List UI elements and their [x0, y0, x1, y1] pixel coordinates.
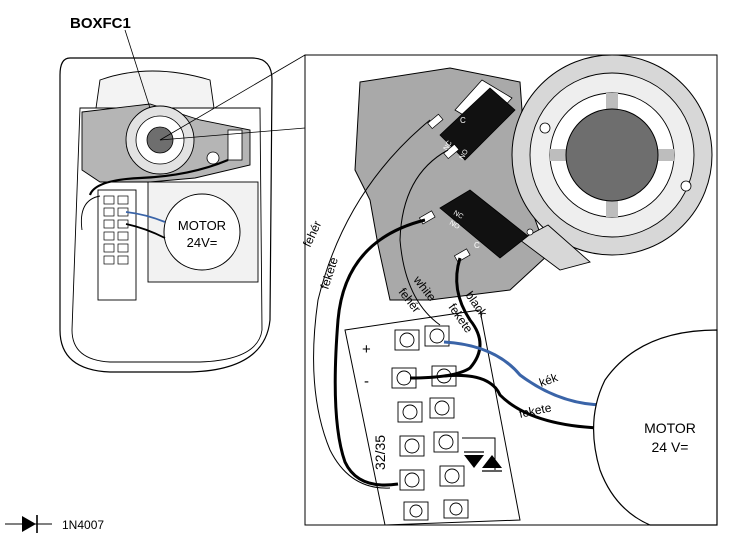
switch-lower-c: C	[474, 241, 480, 250]
diode-pair	[462, 437, 502, 472]
unit-overview: BOXFC1 MOTOR 24V=	[59, 15, 306, 373]
terminal-minus: -	[364, 373, 369, 390]
switch-upper-nc: NC	[443, 140, 454, 152]
motor-large-label-2: 24 V=	[652, 439, 689, 455]
model-leader	[124, 29, 151, 109]
motor-small	[163, 193, 241, 271]
switch-upper-no: NO	[459, 148, 471, 161]
small-wire-white	[80, 195, 101, 231]
switch-upper-c: C	[460, 116, 466, 125]
small-bracket	[227, 129, 243, 161]
terminal-block: + - 32/35	[344, 309, 521, 526]
small-screw	[206, 151, 220, 165]
small-wire-blue	[125, 211, 166, 223]
screw-1	[539, 122, 551, 134]
wire-fekete-motor	[443, 373, 601, 430]
terminal-plus: +	[362, 341, 371, 358]
small-wire-black2	[125, 223, 166, 239]
diode-symbol-icon	[22, 516, 36, 532]
zoom-line-top	[159, 54, 306, 141]
wire-feher-left	[313, 119, 431, 489]
switch-lower-no: NO	[448, 220, 461, 232]
terminal-range: 32/35	[372, 435, 388, 470]
terminal-dots-small	[103, 195, 129, 265]
gear-assembly	[511, 54, 713, 271]
wire-fekete-left	[333, 218, 426, 487]
housing-cap	[95, 70, 215, 109]
diode-legend: 1N4007	[5, 515, 104, 533]
switch-upper: C NC NO	[427, 79, 516, 161]
zoom-line-bottom	[159, 127, 306, 141]
diode-legend-label: 1N4007	[62, 518, 104, 532]
motor-large	[593, 329, 718, 526]
screw-2	[680, 180, 692, 192]
detail-view: C NC NO NC NO C	[300, 54, 718, 526]
small-wire-black	[88, 158, 229, 196]
motor-small-label-1: MOTOR	[178, 218, 226, 233]
wire-label-kek: kék	[537, 370, 560, 390]
wire-kek	[443, 340, 606, 407]
switch-lower-nc: NC	[452, 210, 464, 221]
wire-white-mid	[399, 149, 449, 326]
wires	[313, 119, 606, 489]
gear-hub	[565, 108, 659, 202]
model-label: BOXFC1	[70, 15, 131, 32]
wire-label-fekete-motor: fekete	[518, 400, 553, 421]
motor-large-label-1: MOTOR	[644, 420, 696, 436]
motor-small-label-2: 24V=	[187, 235, 218, 250]
